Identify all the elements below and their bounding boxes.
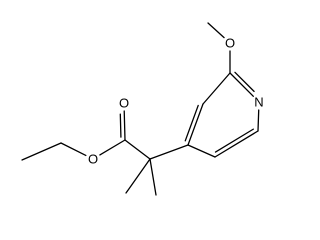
bond-py_c6-py_c5-outer: [214, 130, 259, 158]
bond-ch2_ethyl-ch3_ethyl: [21, 142, 62, 161]
bond-o_ester-ch2_ethyl: [60, 142, 87, 157]
bond-py_c6-py_c5-inner: [214, 128, 255, 153]
bond-layer: [21, 22, 260, 196]
bond-c_carbonyl-o_carbonyl-outer: [123, 110, 126, 141]
structure-canvas: O N O O: [21, 22, 264, 196]
bond-py_c5-py_c4: [187, 144, 216, 158]
bond-py_c4-c_quat: [149, 144, 189, 160]
atom-label-o-ether: O: [225, 36, 235, 51]
bond-py_c3-py_c2: [202, 72, 231, 105]
atom-label-py-n: N: [254, 95, 263, 110]
bond-py_c4-py_c3-inner: [184, 104, 199, 142]
bond-py_c2-py_n-outer: [229, 72, 254, 97]
bond-py_c4-py_c3-outer: [187, 103, 204, 146]
bond-c_quat-me_b: [125, 158, 151, 194]
bond-py_c2-py_n-inner: [234, 71, 255, 93]
bond-c_quat-me_a: [149, 158, 157, 196]
bond-c_carbonyl-o_carbonyl-inner: [119, 113, 122, 138]
bond-me_ether-o_ether: [207, 22, 225, 39]
bond-py_n-py_c6: [257, 109, 260, 132]
atom-label-layer: O N O O: [88, 36, 264, 167]
atom-label-o-carbonyl: O: [119, 96, 129, 111]
bond-c_carbonyl-o_ester: [99, 139, 126, 156]
atom-label-o-ester: O: [88, 152, 98, 167]
bond-c_quat-c_carbonyl: [124, 139, 151, 160]
molecule-structure: O N O O: [21, 22, 264, 196]
